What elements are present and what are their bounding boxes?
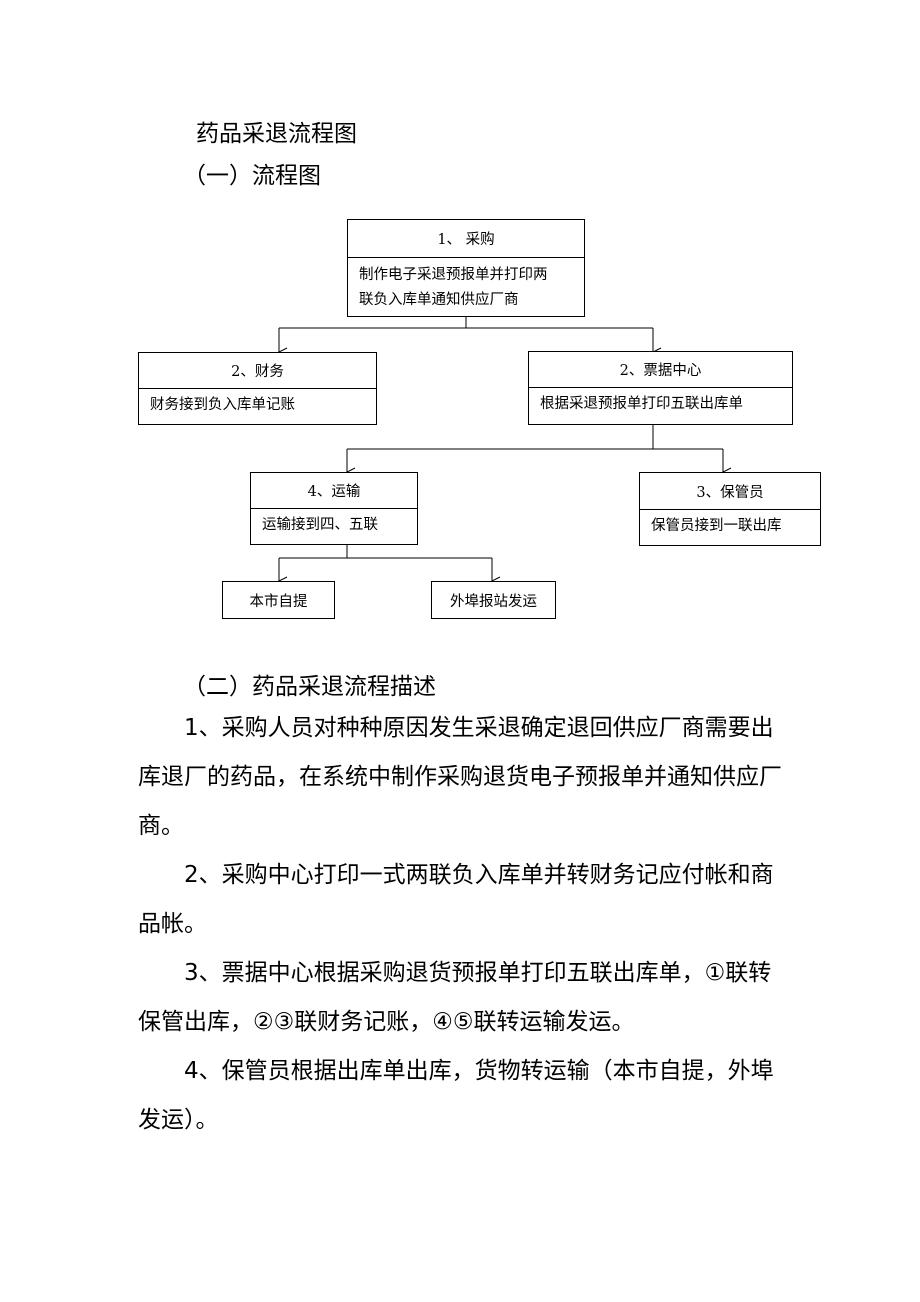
node-finance-head: 2、财务: [139, 353, 376, 389]
node-transport-head: 4、运输: [251, 473, 417, 509]
node-ticket-center-body: 根据采退预报单打印五联出库单: [540, 396, 743, 412]
node-ticket-center: 2、票据中心 根据采退预报单打印五联出库单: [528, 351, 793, 425]
section-title-flowchart: （一）流程图: [183, 163, 321, 189]
section-title-description: （二）药品采退流程描述: [183, 674, 436, 700]
node-transport: 4、运输 运输接到四、五联: [250, 472, 418, 545]
node-transport-body: 运输接到四、五联: [262, 517, 378, 533]
node-purchase-line-1: 制作电子采退预报单并打印两: [359, 267, 548, 283]
flowchart-connectors: [0, 316, 920, 660]
description-paragraph-4: 4、保管员根据出库单出库，货物转运输（本市自提，外埠发运）。: [138, 1058, 774, 1133]
node-purchase-head: 1、 采购: [348, 220, 584, 258]
node-finance-body: 财务接到负入库单记账: [150, 397, 295, 413]
node-keeper-body: 保管员接到一联出库: [651, 518, 782, 534]
node-keeper: 3、保管员 保管员接到一联出库: [639, 472, 821, 546]
description-body: 1、采购人员对种种原因发生采退确定退回供应厂商需要出库退厂的药品，在系统中制作采…: [138, 704, 788, 1145]
node-finance: 2、财务 财务接到负入库单记账: [138, 352, 377, 425]
description-paragraph-2: 2、采购中心打印一式两联负入库单并转财务记应付帐和商品帐。: [138, 862, 774, 937]
node-purchase: 1、 采购 制作电子采退预报单并打印两 联负入库单通知供应厂商: [347, 219, 585, 317]
description-paragraph-3: 3、票据中心根据采购退货预报单打印五联出库单，①联转保管出库，②③联财务记账，④…: [138, 960, 772, 1035]
node-ticket-center-head: 2、票据中心: [529, 352, 792, 388]
description-paragraph-1: 1、采购人员对种种原因发生采退确定退回供应厂商需要出库退厂的药品，在系统中制作采…: [138, 715, 782, 839]
node-remote-shipping: 外埠报站发运: [431, 581, 556, 619]
node-keeper-head: 3、保管员: [640, 473, 820, 510]
node-local-pickup: 本市自提: [222, 581, 335, 619]
node-purchase-line-2: 联负入库单通知供应厂商: [359, 292, 519, 308]
document-title: 药品采退流程图: [196, 121, 357, 147]
